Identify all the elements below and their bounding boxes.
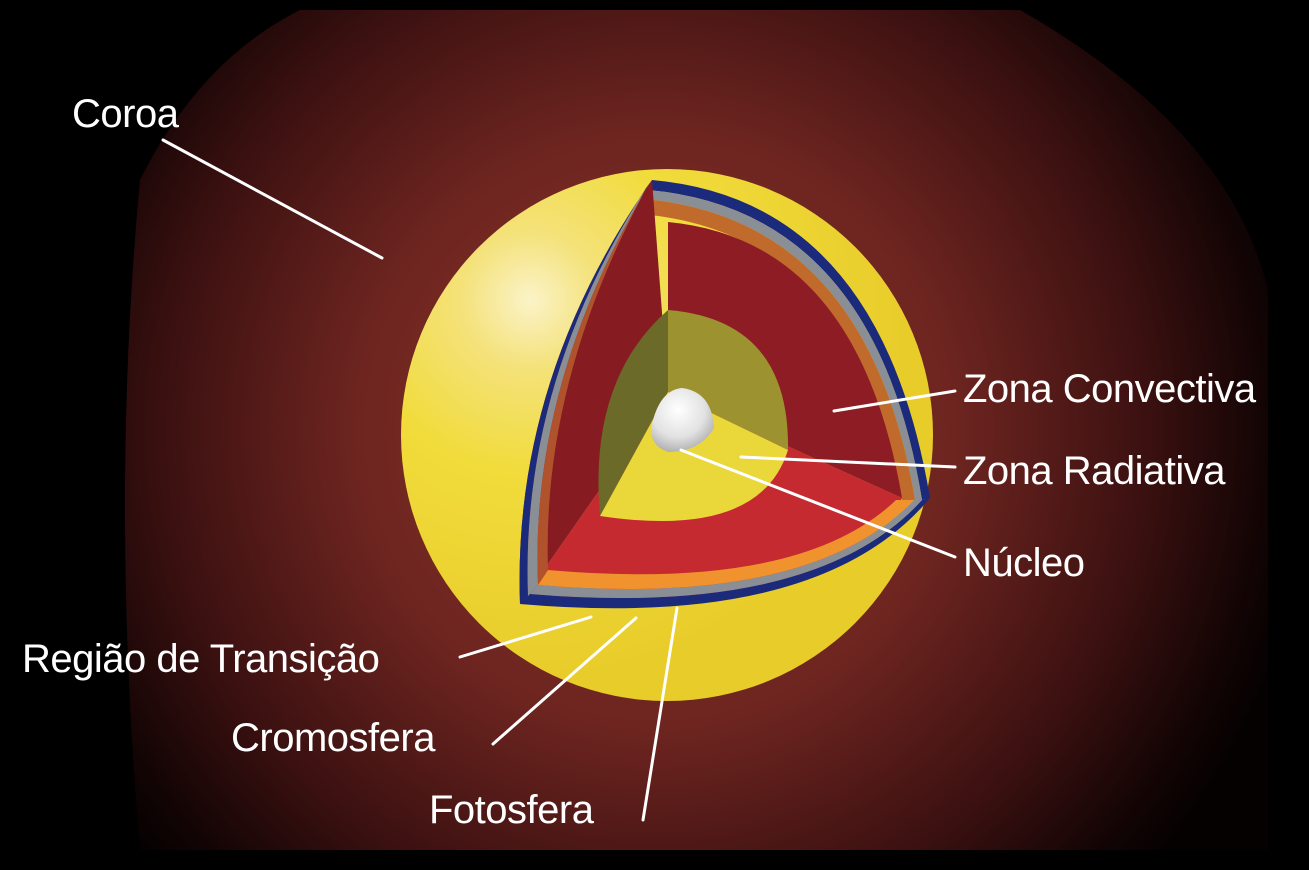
label-zona-radiativa: Zona Radiativa [963, 451, 1225, 491]
label-nucleo: Núcleo [963, 543, 1085, 583]
label-fotosfera: Fotosfera [429, 790, 593, 830]
label-zona-convectiva: Zona Convectiva [963, 369, 1256, 409]
label-regiao-de-transicao: Região de Transição [22, 639, 379, 679]
label-coroa: Coroa [72, 94, 178, 134]
label-cromosfera: Cromosfera [231, 718, 435, 758]
